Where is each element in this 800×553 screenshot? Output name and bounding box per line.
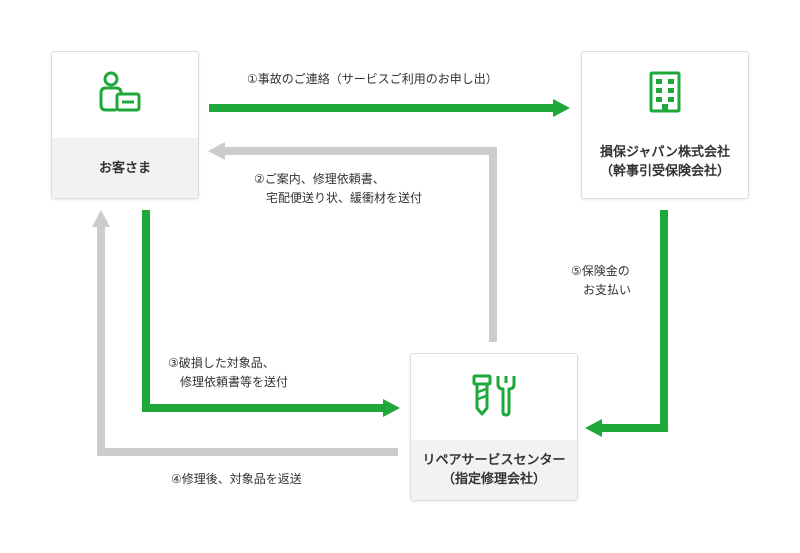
arrow-step1 xyxy=(209,99,570,117)
customer-node: お客さま xyxy=(51,51,199,199)
step1-caption: ①事故のご連絡（サービスご利用のお申し出） xyxy=(247,72,498,86)
bolt-wrench-icon xyxy=(411,372,577,417)
arrow-step2 xyxy=(208,142,497,342)
customer-label: お客さま xyxy=(52,138,198,198)
insurer-label: 損保ジャパン株式会社 （幹事引受保険会社） xyxy=(599,145,730,179)
repair-center-label: リペアサービスセンター （指定修理会社） xyxy=(411,440,577,500)
step2-caption: ②ご案内、修理依頼書、 宅配便送り状、緩衝材を送付 xyxy=(254,172,423,205)
person-card-icon xyxy=(52,70,198,114)
repair-center-node: リペアサービスセンター （指定修理会社） xyxy=(410,353,578,501)
arrow-step4 xyxy=(92,210,398,456)
step5-caption: ⑤保険金の お支払い xyxy=(571,264,632,297)
insurer-node: 損保ジャパン株式会社 （幹事引受保険会社） xyxy=(581,51,749,199)
step3-caption: ③破損した対象品、 修理依頼書等を送付 xyxy=(168,356,289,389)
arrow-step5 xyxy=(585,210,668,437)
step4-caption: ④修理後、対象品を返送 xyxy=(171,472,302,486)
building-icon xyxy=(582,70,748,114)
arrow-step3 xyxy=(142,210,400,417)
